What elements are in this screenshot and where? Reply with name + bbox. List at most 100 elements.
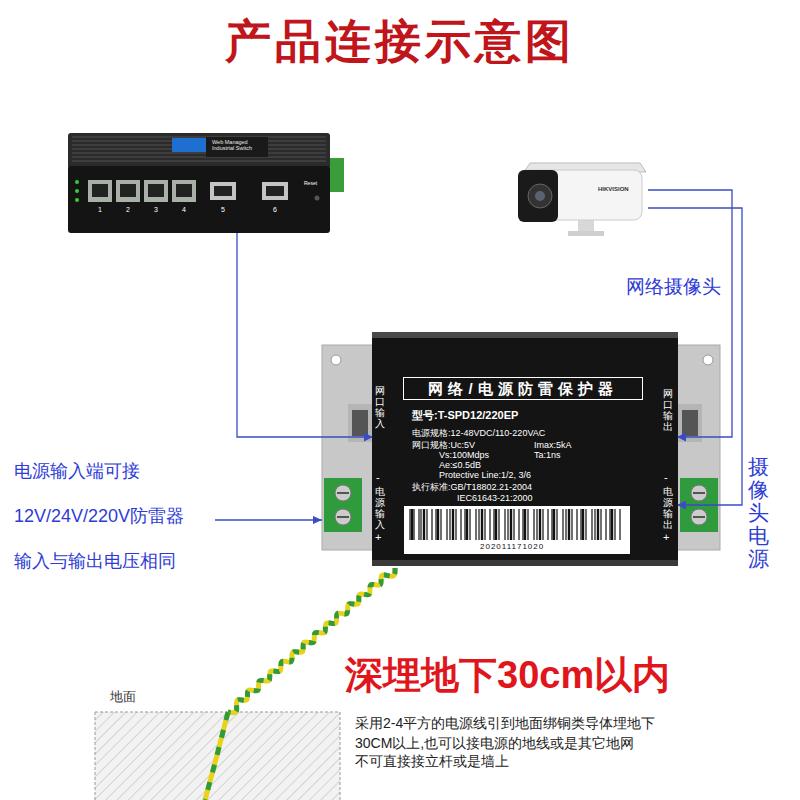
protector-illustration-part [322, 345, 374, 550]
protector-illustration-part [703, 355, 713, 365]
switch-illustration-part [172, 180, 196, 202]
protector-illustration-part [404, 506, 630, 554]
wire-illustration [215, 516, 322, 524]
ground-area-part [95, 712, 340, 713]
switch-illustration-part [262, 182, 288, 200]
connector-line [648, 208, 742, 505]
protector-illustration-part [335, 509, 351, 525]
polarity-mark: + [663, 532, 669, 543]
brand-label: HIKVISION [598, 186, 629, 192]
port-number: 3 [154, 206, 158, 213]
camera-illustration [518, 163, 646, 236]
note-text: 不可直接接立杆或是墙上 [355, 754, 509, 768]
note-text: 采用2-4平方的电源线引到地面绑铜类导体埋地下30CM以上,也可以接电源的地线或… [355, 713, 667, 754]
surge-protector: 网口输入 - 电源输入 + 网口输出 - 电源输出 + 网络/电源防雷保护器型号:T-SPD12… [372, 332, 678, 566]
switch-illustration-part [330, 158, 344, 192]
protector-illustration-part [337, 516, 349, 518]
note-text: 输入与输出电压相同 [14, 552, 176, 570]
switch-illustration-part [176, 184, 192, 197]
spec-text: 电源规格:12-48VDC/110-220VAC [412, 429, 545, 438]
ground-area-part [95, 712, 96, 800]
port-number: 6 [273, 206, 277, 213]
switch-illustration-part [210, 182, 236, 200]
ground-wire-part [205, 712, 228, 800]
switch-illustration-part [68, 166, 330, 233]
ground-area-part [340, 712, 341, 800]
spec-text: 网口规格:Uc:5V [412, 441, 475, 450]
polarity-mark: - [664, 472, 668, 483]
switch-illustration-part [72, 137, 326, 161]
camera-illustration-part [518, 170, 558, 222]
note-text: 电源输入端可接 [14, 462, 140, 480]
switch-illustration [68, 133, 344, 233]
protector-illustration-part [693, 492, 705, 494]
switch-illustration-part [116, 180, 140, 202]
wire-illustration-part [215, 519, 322, 520]
product-name: 网络/电源防雷保护器 [403, 377, 643, 400]
switch-illustration-part [214, 186, 232, 196]
ground-area [95, 712, 340, 800]
switch-illustration-part [172, 138, 208, 152]
protector-illustration-part [691, 509, 707, 525]
switch-illustration-part [266, 186, 284, 196]
network-camera: HIKVISION [518, 158, 648, 238]
button-label: Reset [304, 181, 317, 186]
protector-illustration-part [678, 404, 702, 442]
connector-line [237, 233, 372, 437]
switch-illustration-part [120, 184, 136, 197]
camera-illustration-part [535, 191, 545, 201]
diagram-title: 产品连接示意图 [0, 18, 800, 64]
spec-text: IEC61643-21:2000 [457, 494, 533, 503]
protector-illustration-part [682, 410, 698, 436]
protector-illustration-part [324, 478, 362, 532]
spec-text: Vs:100Mdps [439, 451, 489, 460]
device-label: Web Managed Industrial Switch [212, 139, 270, 152]
warning-heading: 深埋地下30cm以内 [345, 656, 670, 694]
spec-text: Ae:≤0.5dB [439, 461, 481, 470]
camera-illustration-part [528, 184, 552, 208]
protector-illustration-part [693, 516, 705, 518]
port-label: 网口输入 [375, 385, 385, 429]
protector-illustration-part [412, 509, 612, 540]
protector-illustration-part [331, 355, 341, 365]
protector-illustration [322, 332, 720, 566]
port-label: 网口输出 [663, 388, 673, 432]
switch-illustration-part [75, 180, 79, 184]
switch-illustration-part [92, 184, 108, 197]
model-text: 型号:T-SPD12/220EP [412, 410, 518, 421]
serial-number: 202011171020 [480, 543, 544, 551]
wire-illustration-part [313, 516, 322, 524]
spec-text: 执行标准:GB/T18802.21-2004 [412, 483, 532, 492]
polarity-mark: + [375, 532, 381, 543]
ground-label: 地面 [110, 690, 136, 703]
polarity-mark: - [376, 472, 380, 483]
switch-illustration-part [144, 180, 168, 202]
switch-illustration-part [75, 189, 79, 193]
port-number: 1 [98, 206, 102, 213]
protector-illustration-part [335, 485, 351, 501]
wire-callout: 摄像头电源 [748, 455, 769, 570]
protector-illustration-part [410, 509, 620, 540]
protector-illustration-part [372, 332, 678, 338]
protector-illustration-part [372, 560, 678, 566]
note-text: 12V/24V/220V防雷器 [14, 507, 184, 525]
ground-wire-part [205, 712, 228, 800]
spec-text: Imax:5kA [534, 441, 572, 450]
switch-illustration-part [315, 196, 320, 201]
device-callout: 网络摄像头 [626, 277, 721, 296]
protector-illustration-part [352, 410, 368, 436]
switch-illustration-part [88, 180, 112, 202]
ground-area-part [95, 712, 340, 800]
port-label: 电源输入 [375, 486, 385, 530]
protector-illustration-part [348, 404, 372, 442]
spec-text: Protective Line:1/2, 3/6 [439, 471, 531, 480]
switch-illustration-part [68, 133, 330, 169]
switch-illustration-part [148, 184, 164, 197]
protector-illustration-part [691, 485, 707, 501]
camera-illustration-part [568, 231, 604, 236]
port-label: 电源输出 [663, 486, 673, 530]
protector-illustration-part [337, 492, 349, 494]
switch-illustration-part [75, 198, 79, 202]
connector-line [648, 190, 732, 437]
